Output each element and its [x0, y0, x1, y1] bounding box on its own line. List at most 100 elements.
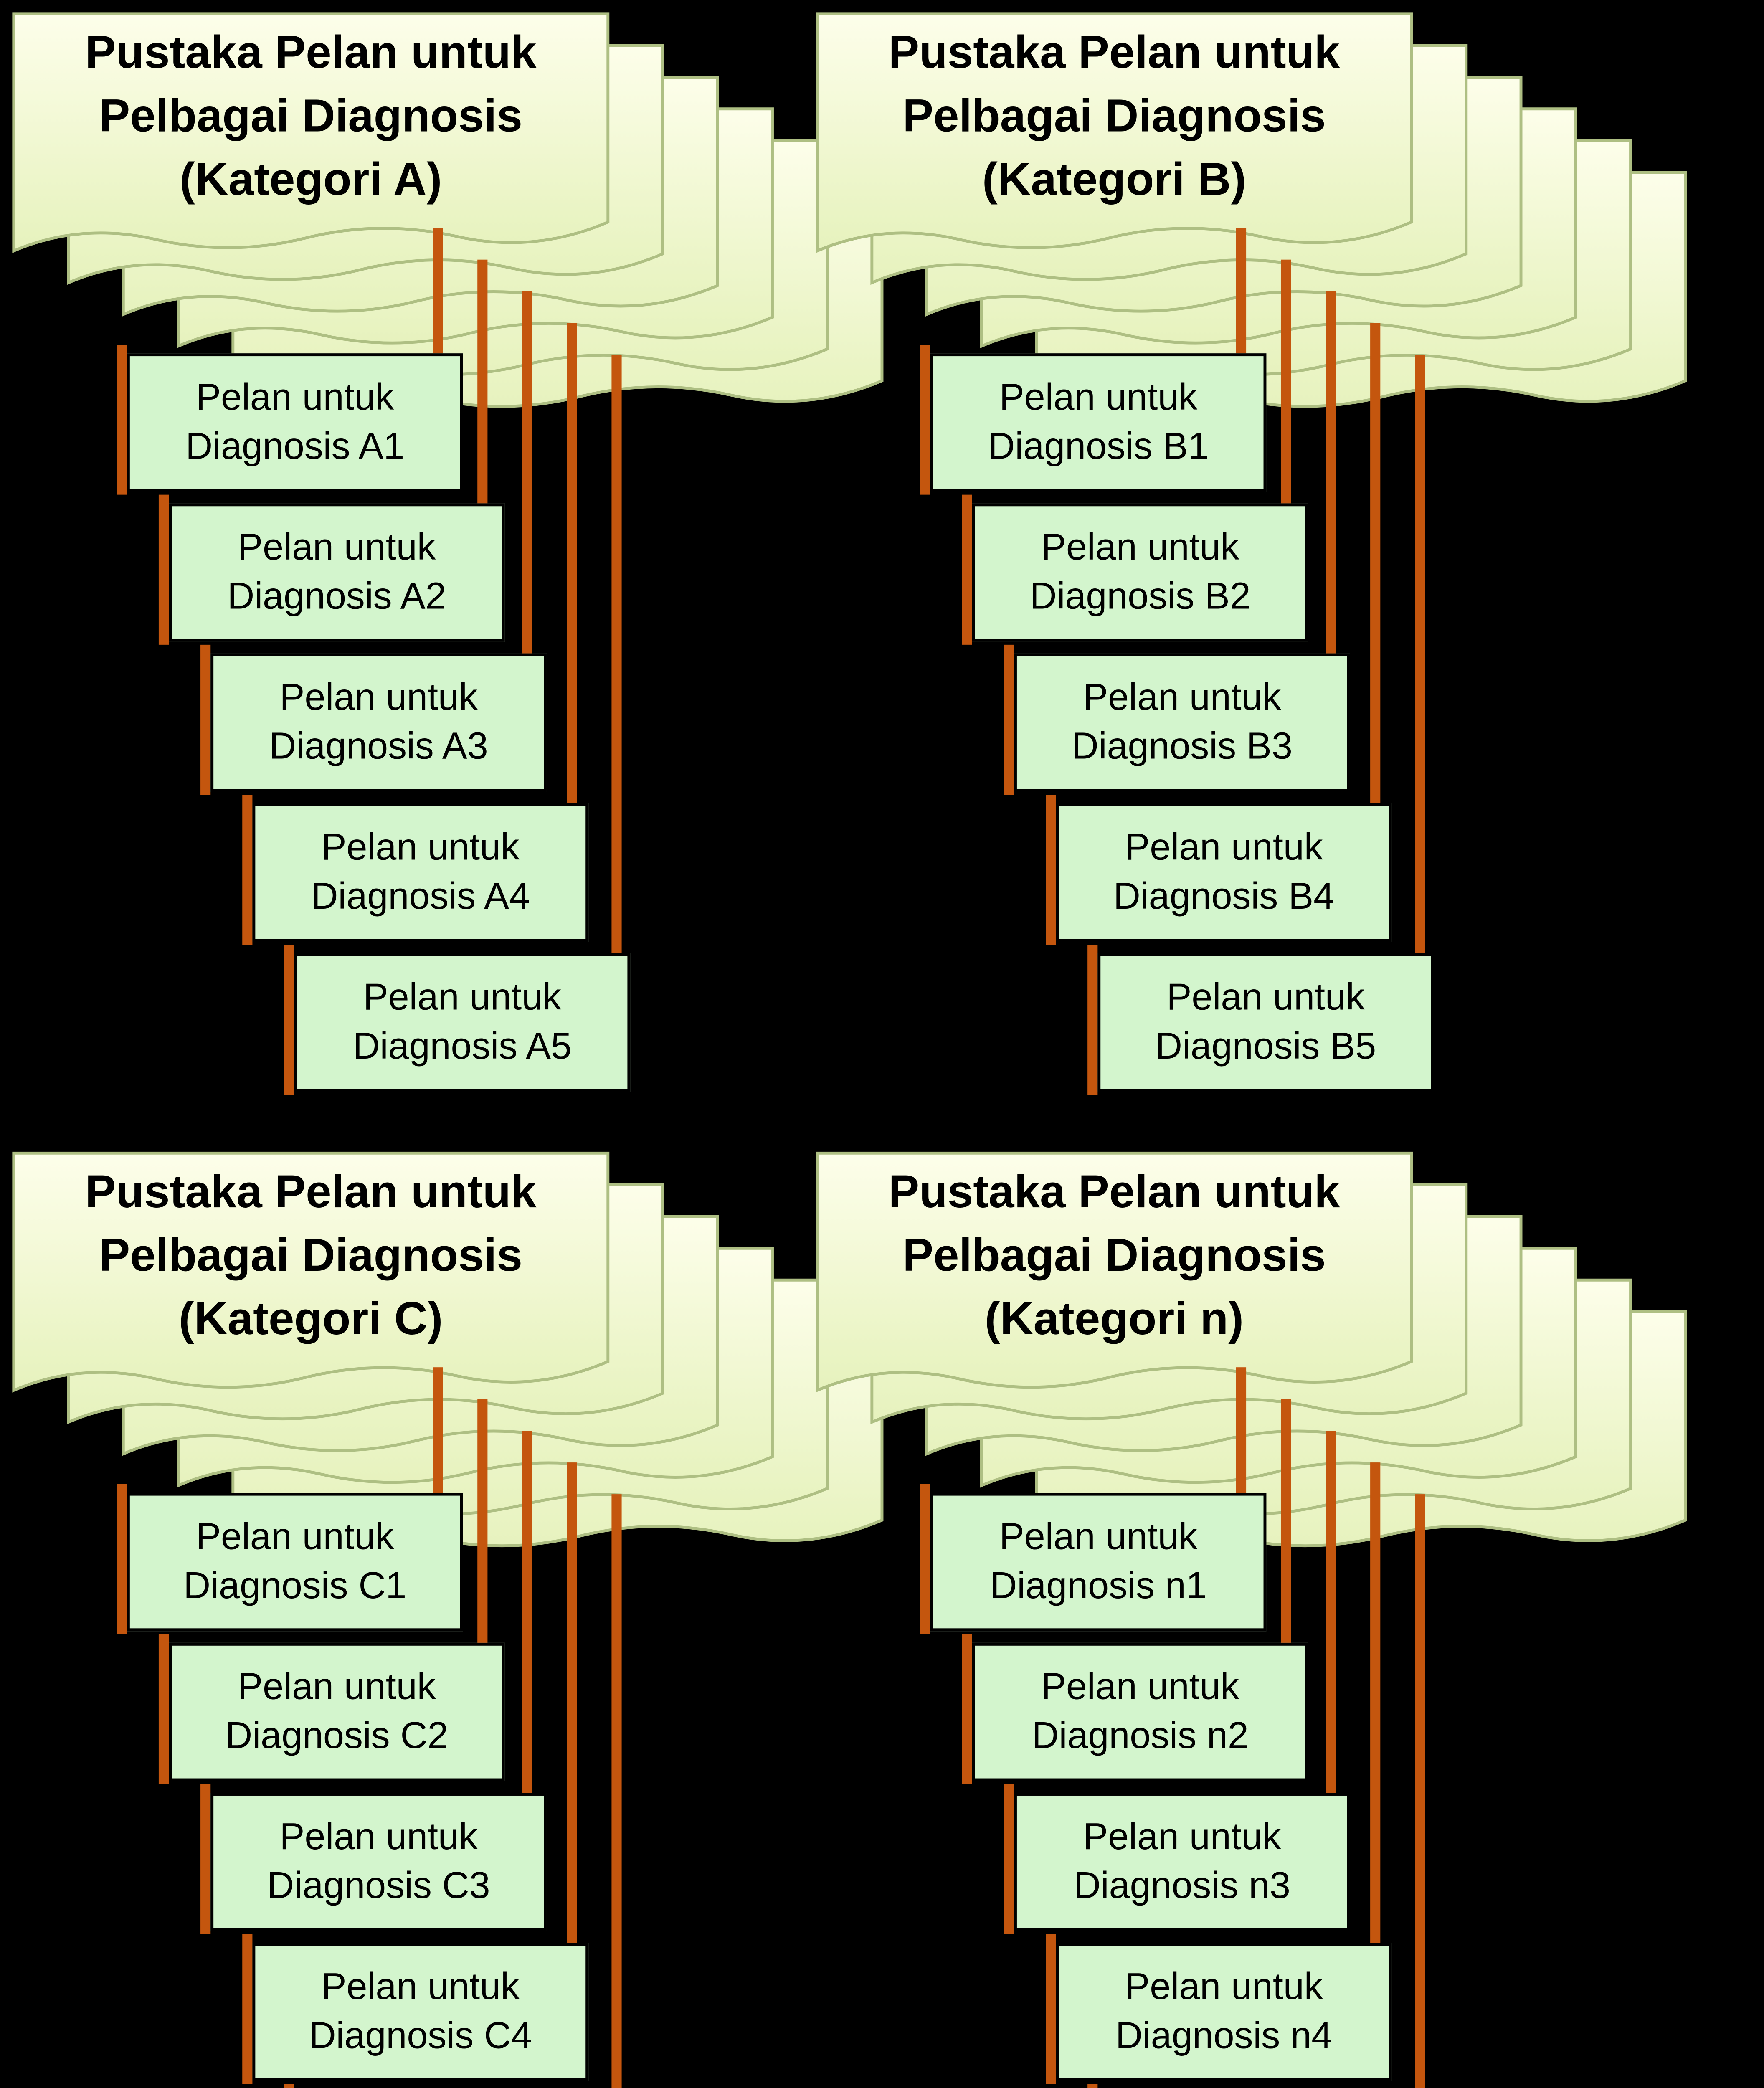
group-title-line: Pelbagai Diagnosis	[902, 89, 1326, 142]
plan-box: Pelan untuk Diagnosis n4	[1056, 1943, 1392, 2081]
plan-box-line: Pelan untuk	[196, 1515, 394, 1558]
plan-box: Pelan untuk Diagnosis A3	[210, 653, 547, 792]
plan-box-line: Pelan untuk	[1083, 675, 1281, 719]
plan-box-line: Diagnosis A5	[352, 1024, 572, 1067]
plan-box-line: Diagnosis n3	[1073, 1863, 1290, 1907]
connector-accent-bar	[117, 345, 127, 495]
group-title-line: Pelbagai Diagnosis	[99, 1229, 522, 1281]
plan-box-line: Diagnosis A1	[185, 424, 405, 468]
plan-box: Pelan untuk Diagnosis B4	[1056, 803, 1392, 942]
connector-line	[567, 323, 577, 809]
plan-box-line: Pelan untuk	[999, 375, 1198, 419]
plan-box: Pelan untuk Diagnosis n1	[930, 1493, 1267, 1632]
group-title-line: Pustaka Pelan untuk	[85, 1165, 537, 1218]
plan-box-line: Pelan untuk	[321, 825, 520, 869]
plan-box-line: Pelan untuk	[279, 675, 478, 719]
connector-line	[1280, 1399, 1291, 1649]
plan-box-line: Pelan untuk	[999, 1515, 1198, 1558]
connector-accent-bar	[158, 1634, 169, 1784]
connector-accent-bar	[920, 1484, 930, 1634]
plan-box-line: Diagnosis n1	[990, 1563, 1207, 1607]
connector-accent-bar	[1004, 644, 1014, 795]
connector-accent-bar	[1004, 1784, 1014, 1934]
connector-line	[1415, 1494, 1425, 2088]
plan-box-line: Pelan untuk	[238, 1665, 436, 1708]
plan-box: Pelan untuk Diagnosis B3	[1014, 653, 1350, 792]
group-title-line: Pustaka Pelan untuk	[888, 26, 1340, 78]
plan-box-line: Diagnosis n4	[1115, 2013, 1333, 2057]
connector-accent-bar	[117, 1484, 127, 1634]
connector-line	[433, 228, 443, 359]
plan-box-line: Pelan untuk	[238, 525, 436, 569]
group-title-line: (Kategori A)	[180, 153, 442, 205]
plan-box: Pelan untuk Diagnosis B2	[972, 503, 1308, 642]
connector-accent-bar	[920, 345, 930, 495]
category-group: Pustaka Pelan untuk Pelbagai Diagnosis (…	[0, 0, 961, 1110]
connector-line	[477, 1399, 488, 1649]
group-title-line: Pelbagai Diagnosis	[902, 1229, 1326, 1281]
plan-box-line: Pelan untuk	[1125, 825, 1323, 869]
connector-line	[1370, 323, 1381, 809]
connector-line	[1415, 355, 1425, 959]
connector-line	[1370, 1462, 1381, 1949]
connector-line	[611, 1494, 622, 2088]
plan-box-line: Diagnosis A3	[269, 724, 488, 768]
connector-accent-bar	[1087, 945, 1098, 1095]
group-title-line: (Kategori C)	[179, 1292, 443, 1345]
plan-box-line: Diagnosis A2	[227, 574, 446, 618]
plan-box-line: Pelan untuk	[1041, 1665, 1239, 1708]
connector-line	[1280, 259, 1291, 509]
plan-box: Pelan untuk Diagnosis C3	[210, 1793, 547, 1931]
plan-box-line: Diagnosis A4	[311, 874, 530, 917]
connector-line	[567, 1462, 577, 1949]
plan-box-line: Diagnosis B2	[1029, 574, 1251, 618]
connector-accent-bar	[1046, 795, 1056, 945]
plan-box: Pelan untuk Diagnosis A2	[169, 503, 505, 642]
connector-line	[522, 1431, 532, 1799]
category-group: Pustaka Pelan untuk Pelbagai Diagnosis (…	[803, 1140, 1764, 2088]
group-title-line: Pustaka Pelan untuk	[888, 1165, 1340, 1218]
connector-accent-bar	[962, 1634, 972, 1784]
group-title: Pustaka Pelan untuk Pelbagai Diagnosis (…	[12, 20, 610, 211]
connector-accent-bar	[200, 644, 211, 795]
library-document-icon	[12, 12, 610, 280]
plan-box: Pelan untuk Diagnosis B1	[930, 353, 1267, 492]
category-group: Pustaka Pelan untuk Pelbagai Diagnosis (…	[803, 0, 1764, 1110]
plan-box-line: Diagnosis B3	[1071, 724, 1293, 768]
plan-box-line: Pelan untuk	[1125, 1964, 1323, 2008]
plan-box: Pelan untuk Diagnosis A5	[294, 953, 631, 1092]
connector-accent-bar	[284, 945, 294, 1095]
plan-box: Pelan untuk Diagnosis A4	[252, 803, 589, 942]
plan-box-line: Diagnosis C1	[183, 1563, 407, 1607]
plan-box-line: Pelan untuk	[1166, 975, 1365, 1019]
connector-accent-bar	[962, 494, 972, 645]
connector-line	[433, 1367, 443, 1499]
connector-accent-bar	[200, 1784, 211, 1934]
connector-line	[611, 355, 622, 959]
connector-line	[1236, 1367, 1247, 1499]
group-title: Pustaka Pelan untuk Pelbagai Diagnosis (…	[12, 1160, 610, 1351]
plan-box-line: Pelan untuk	[1083, 1814, 1281, 1858]
library-document-icon	[815, 1151, 1413, 1419]
plan-box-line: Pelan untuk	[321, 1964, 520, 2008]
connector-accent-bar	[1046, 1934, 1056, 2084]
plan-box-line: Diagnosis C4	[309, 2013, 532, 2057]
connector-accent-bar	[1087, 2084, 1098, 2088]
plan-box-line: Pelan untuk	[196, 375, 394, 419]
plan-box: Pelan untuk Diagnosis C4	[252, 1943, 589, 2081]
plan-box-line: Diagnosis B1	[988, 424, 1209, 468]
library-document-icon	[12, 1151, 610, 1419]
connector-accent-bar	[284, 2084, 294, 2088]
plan-box: Pelan untuk Diagnosis n2	[972, 1642, 1308, 1781]
group-title-line: (Kategori n)	[984, 1292, 1244, 1345]
plan-box: Pelan untuk Diagnosis n3	[1014, 1793, 1350, 1931]
plan-box-line: Diagnosis C3	[267, 1863, 490, 1907]
group-title-line: Pelbagai Diagnosis	[99, 89, 522, 142]
plan-box: Pelan untuk Diagnosis B5	[1097, 953, 1434, 1092]
connector-line	[1326, 1431, 1336, 1799]
plan-box: Pelan untuk Diagnosis C2	[169, 1642, 505, 1781]
plan-box: Pelan untuk Diagnosis C1	[127, 1493, 463, 1632]
plan-box: Pelan untuk Diagnosis A1	[127, 353, 463, 492]
connector-accent-bar	[242, 1934, 253, 2084]
